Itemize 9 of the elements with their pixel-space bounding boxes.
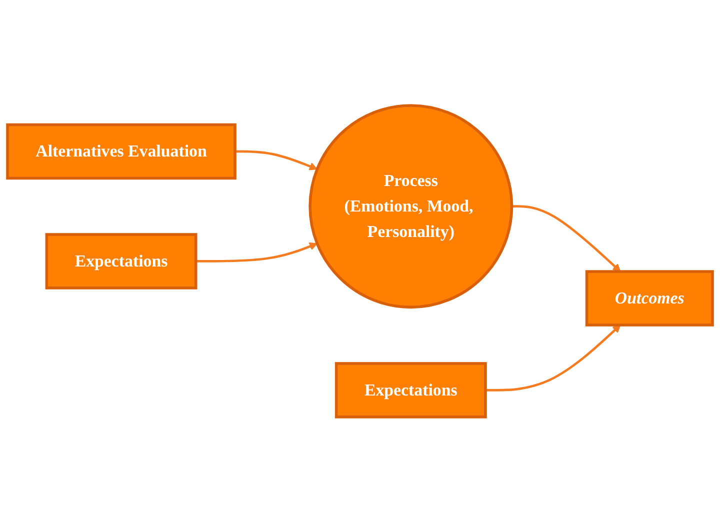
arrow <box>235 150 318 171</box>
arrow <box>196 242 318 263</box>
node-circle: Process (Emotions, Mood, Personality) <box>308 104 514 309</box>
arrow <box>512 205 621 272</box>
arrow <box>485 324 621 392</box>
node-box: Expectations <box>334 362 487 419</box>
node-box: Outcomes <box>585 270 714 327</box>
node-box: Expectations <box>45 233 198 290</box>
node-box: Alternatives Evaluation <box>6 124 236 180</box>
